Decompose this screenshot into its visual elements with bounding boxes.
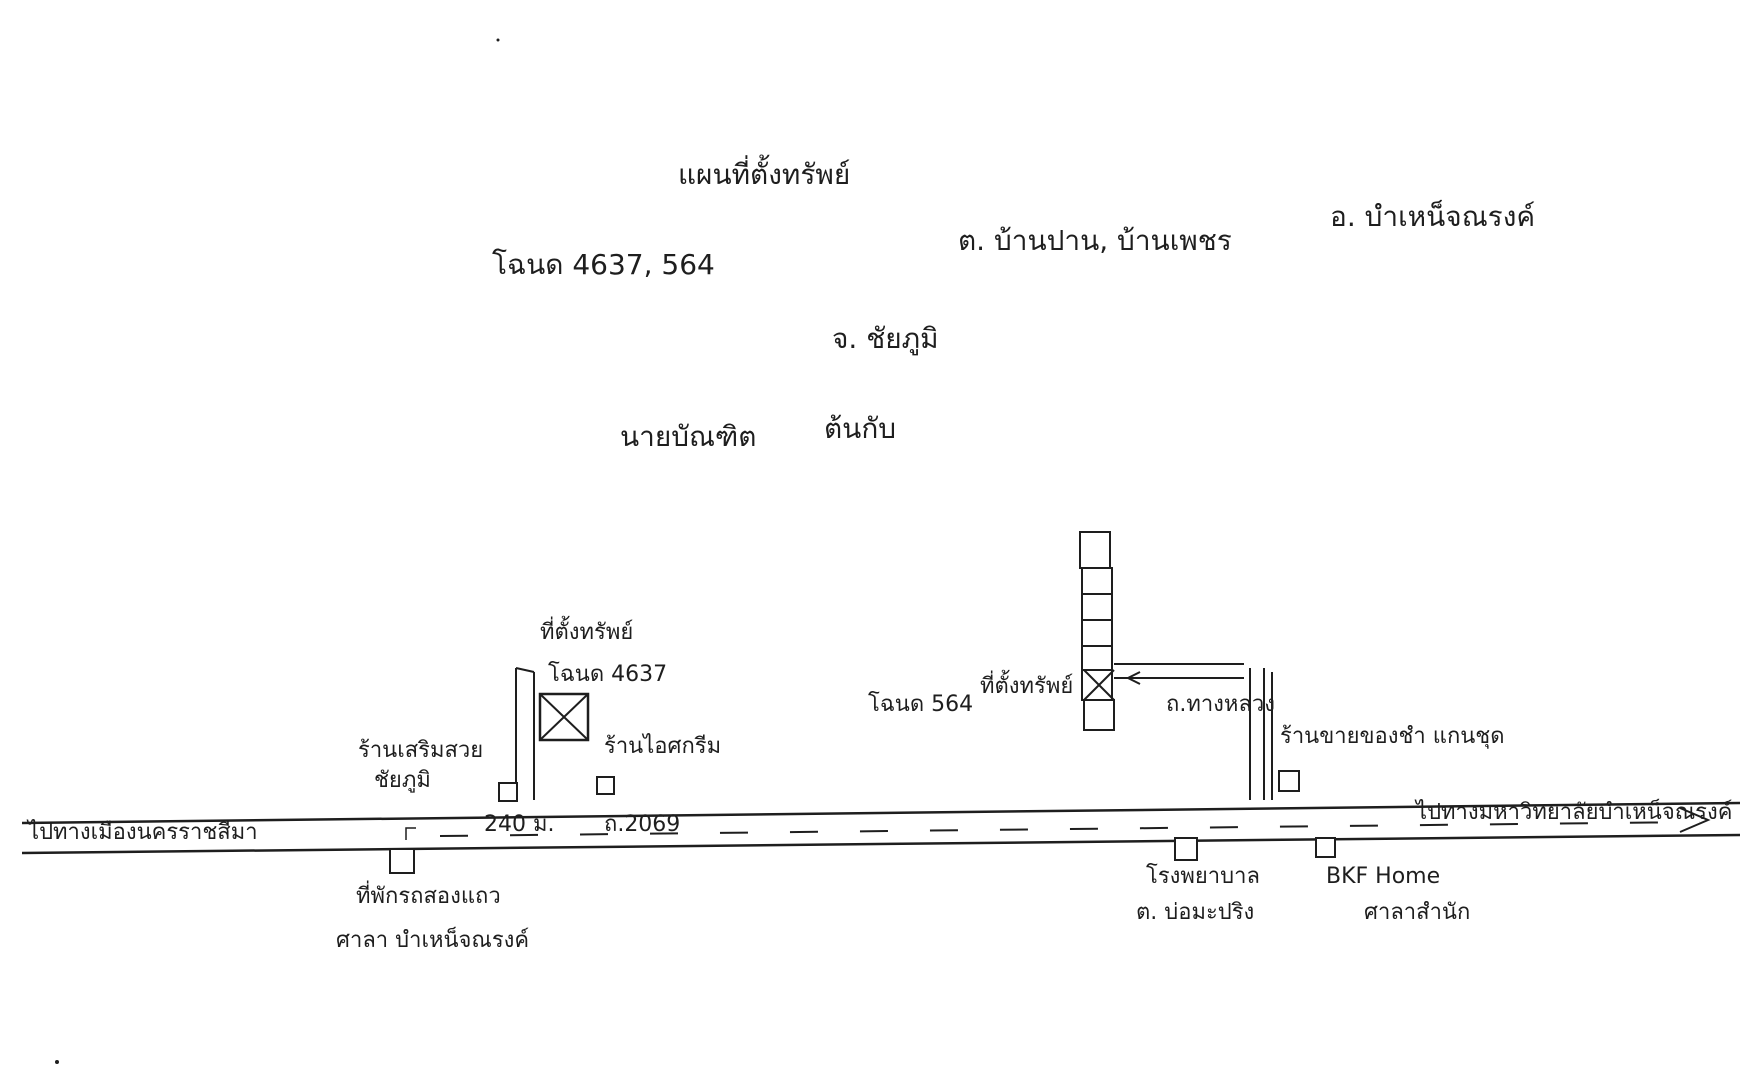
plot1-cross-icon [539,693,589,741]
plot1-lane [515,667,535,802]
main-road-bottom-edge [21,833,1741,855]
side-road-arrow-icon [1125,671,1141,685]
main-road-top-edge [21,801,1741,825]
plot1-deed: โฉนด 4637 [548,662,668,687]
distance-label: 240 ม. [484,812,555,837]
marker-hospital [1174,837,1198,861]
road-centerline [439,821,1701,837]
bkf-home-label: BKF Home [1326,864,1441,889]
marker-ice-cream-shop [596,776,615,795]
road-arrow-icon [1679,807,1711,833]
province-label: จ. ชัยภูมิ [832,322,939,355]
distance-bracket [405,827,416,840]
hospital-label: โรงพยาบาล [1146,864,1260,889]
marker-bkf-home [1315,837,1336,858]
plot1-heading: ที่ตั้งทรัพย์ [540,620,634,645]
route-number: ถ.2069 [604,812,681,837]
ice-cream-shop-label: ร้านไอศกรีม [604,734,722,759]
marker-grocery [1278,770,1300,792]
subdistrict-label: ต. บ้านปาน, บ้านเพชร [958,224,1232,257]
district-label: อ. บำเหน็จณรงค์ [1330,200,1536,233]
map-title: แผนที่ตั้งทรัพย์ [678,158,851,191]
ink-dot [496,38,500,42]
plot2-parcel-strip [1079,531,1115,731]
deed-numbers: โฉนด 4637, 564 [492,248,715,281]
marker-beauty-salon [498,782,518,802]
ink-dot [55,1060,59,1064]
plot2-heading: ที่ตั้งทรัพย์ [980,674,1074,699]
grocery-label: ร้านขายของชำ แกนชุด [1280,724,1505,749]
plot2-deed: โฉนด 564 [868,692,974,717]
plot1-marker [538,692,590,742]
road-right-destination: ไปทางมหาวิทยาลัยบำเหน็จณรงค์ [1416,800,1733,825]
side-road-label: ถ.ทางหลวง [1166,692,1275,717]
owner-label: นายบัณฑิต [620,420,757,453]
marker-bus-shelter [389,848,415,874]
bkf-home-sublabel: ศาลาสำนัก [1364,900,1471,925]
hospital-sublabel: ต. บ่อมะปริง [1136,900,1255,925]
beauty-salon-label: ร้านเสริมสวย [358,738,484,763]
plot2-cross-icon [1083,669,1115,701]
road-left-destination: ไปทางเมืองนครราชสีมา [28,820,258,845]
side-road [1114,663,1273,800]
bus-shelter-label: ที่พักรถสองแถว [356,884,501,909]
bus-shelter-sublabel: ศาลา บำเหน็จณรงค์ [336,928,530,953]
owner-label-2: ต้นกับ [824,412,897,445]
beauty-salon-sublabel: ชัยภูมิ [374,768,431,793]
